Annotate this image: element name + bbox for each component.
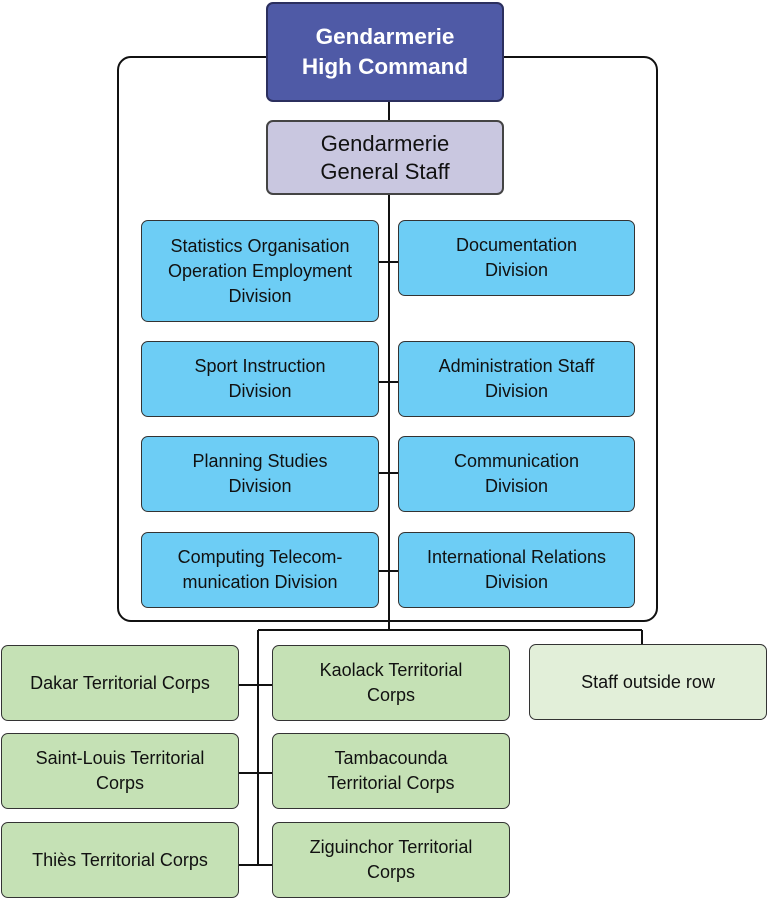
division-box: Communication Division [398, 436, 635, 512]
division-box: Statistics Organisation Operation Employ… [141, 220, 379, 322]
general-staff-label: Gendarmerie General Staff [320, 130, 450, 184]
high-command-label: Gendarmerie High Command [301, 24, 469, 79]
territorial-corps-box: Ziguinchor Territorial Corps [272, 822, 510, 898]
division-box: Documentation Division [398, 220, 635, 296]
territorial-corps-box: Saint-Louis Territorial Corps [1, 733, 239, 809]
division-label: Documentation Division [455, 235, 578, 280]
high-command-box: Gendarmerie High Command [266, 2, 504, 102]
division-label: Planning Studies Division [192, 451, 328, 496]
territorial-corps-box: Dakar Territorial Corps [1, 645, 239, 721]
territorial-corps-box: Tambacounda Territorial Corps [272, 733, 510, 809]
division-box: Computing Telecom- munication Division [141, 532, 379, 608]
territorial-corps-box: Thiès Territorial Corps [1, 822, 239, 898]
territorial-corps-label: Ziguinchor Territorial Corps [309, 837, 473, 882]
division-box: Planning Studies Division [141, 436, 379, 512]
territorial-corps-label: Thiès Territorial Corps [32, 849, 208, 870]
territorial-corps-label: Tambacounda Territorial Corps [327, 748, 455, 793]
division-label: International Relations Division [426, 547, 607, 592]
staff-outside-row-box: Staff outside row [529, 644, 767, 720]
division-label: Administration Staff Division [438, 356, 595, 401]
territorial-corps-box: Kaolack Territorial Corps [272, 645, 510, 721]
division-box: Administration Staff Division [398, 341, 635, 417]
division-box: Sport Instruction Division [141, 341, 379, 417]
division-box: International Relations Division [398, 532, 635, 608]
division-label: Sport Instruction Division [194, 356, 326, 401]
staff-outside-row-label: Staff outside row [581, 671, 715, 692]
division-label: Computing Telecom- munication Division [177, 547, 343, 592]
territorial-corps-label: Saint-Louis Territorial Corps [35, 748, 205, 793]
territorial-corps-label: Kaolack Territorial Corps [319, 660, 463, 705]
division-label: Communication Division [453, 451, 580, 496]
division-label: Statistics Organisation Operation Employ… [167, 235, 353, 306]
territorial-corps-label: Dakar Territorial Corps [30, 672, 210, 693]
general-staff-box: Gendarmerie General Staff [266, 120, 504, 195]
